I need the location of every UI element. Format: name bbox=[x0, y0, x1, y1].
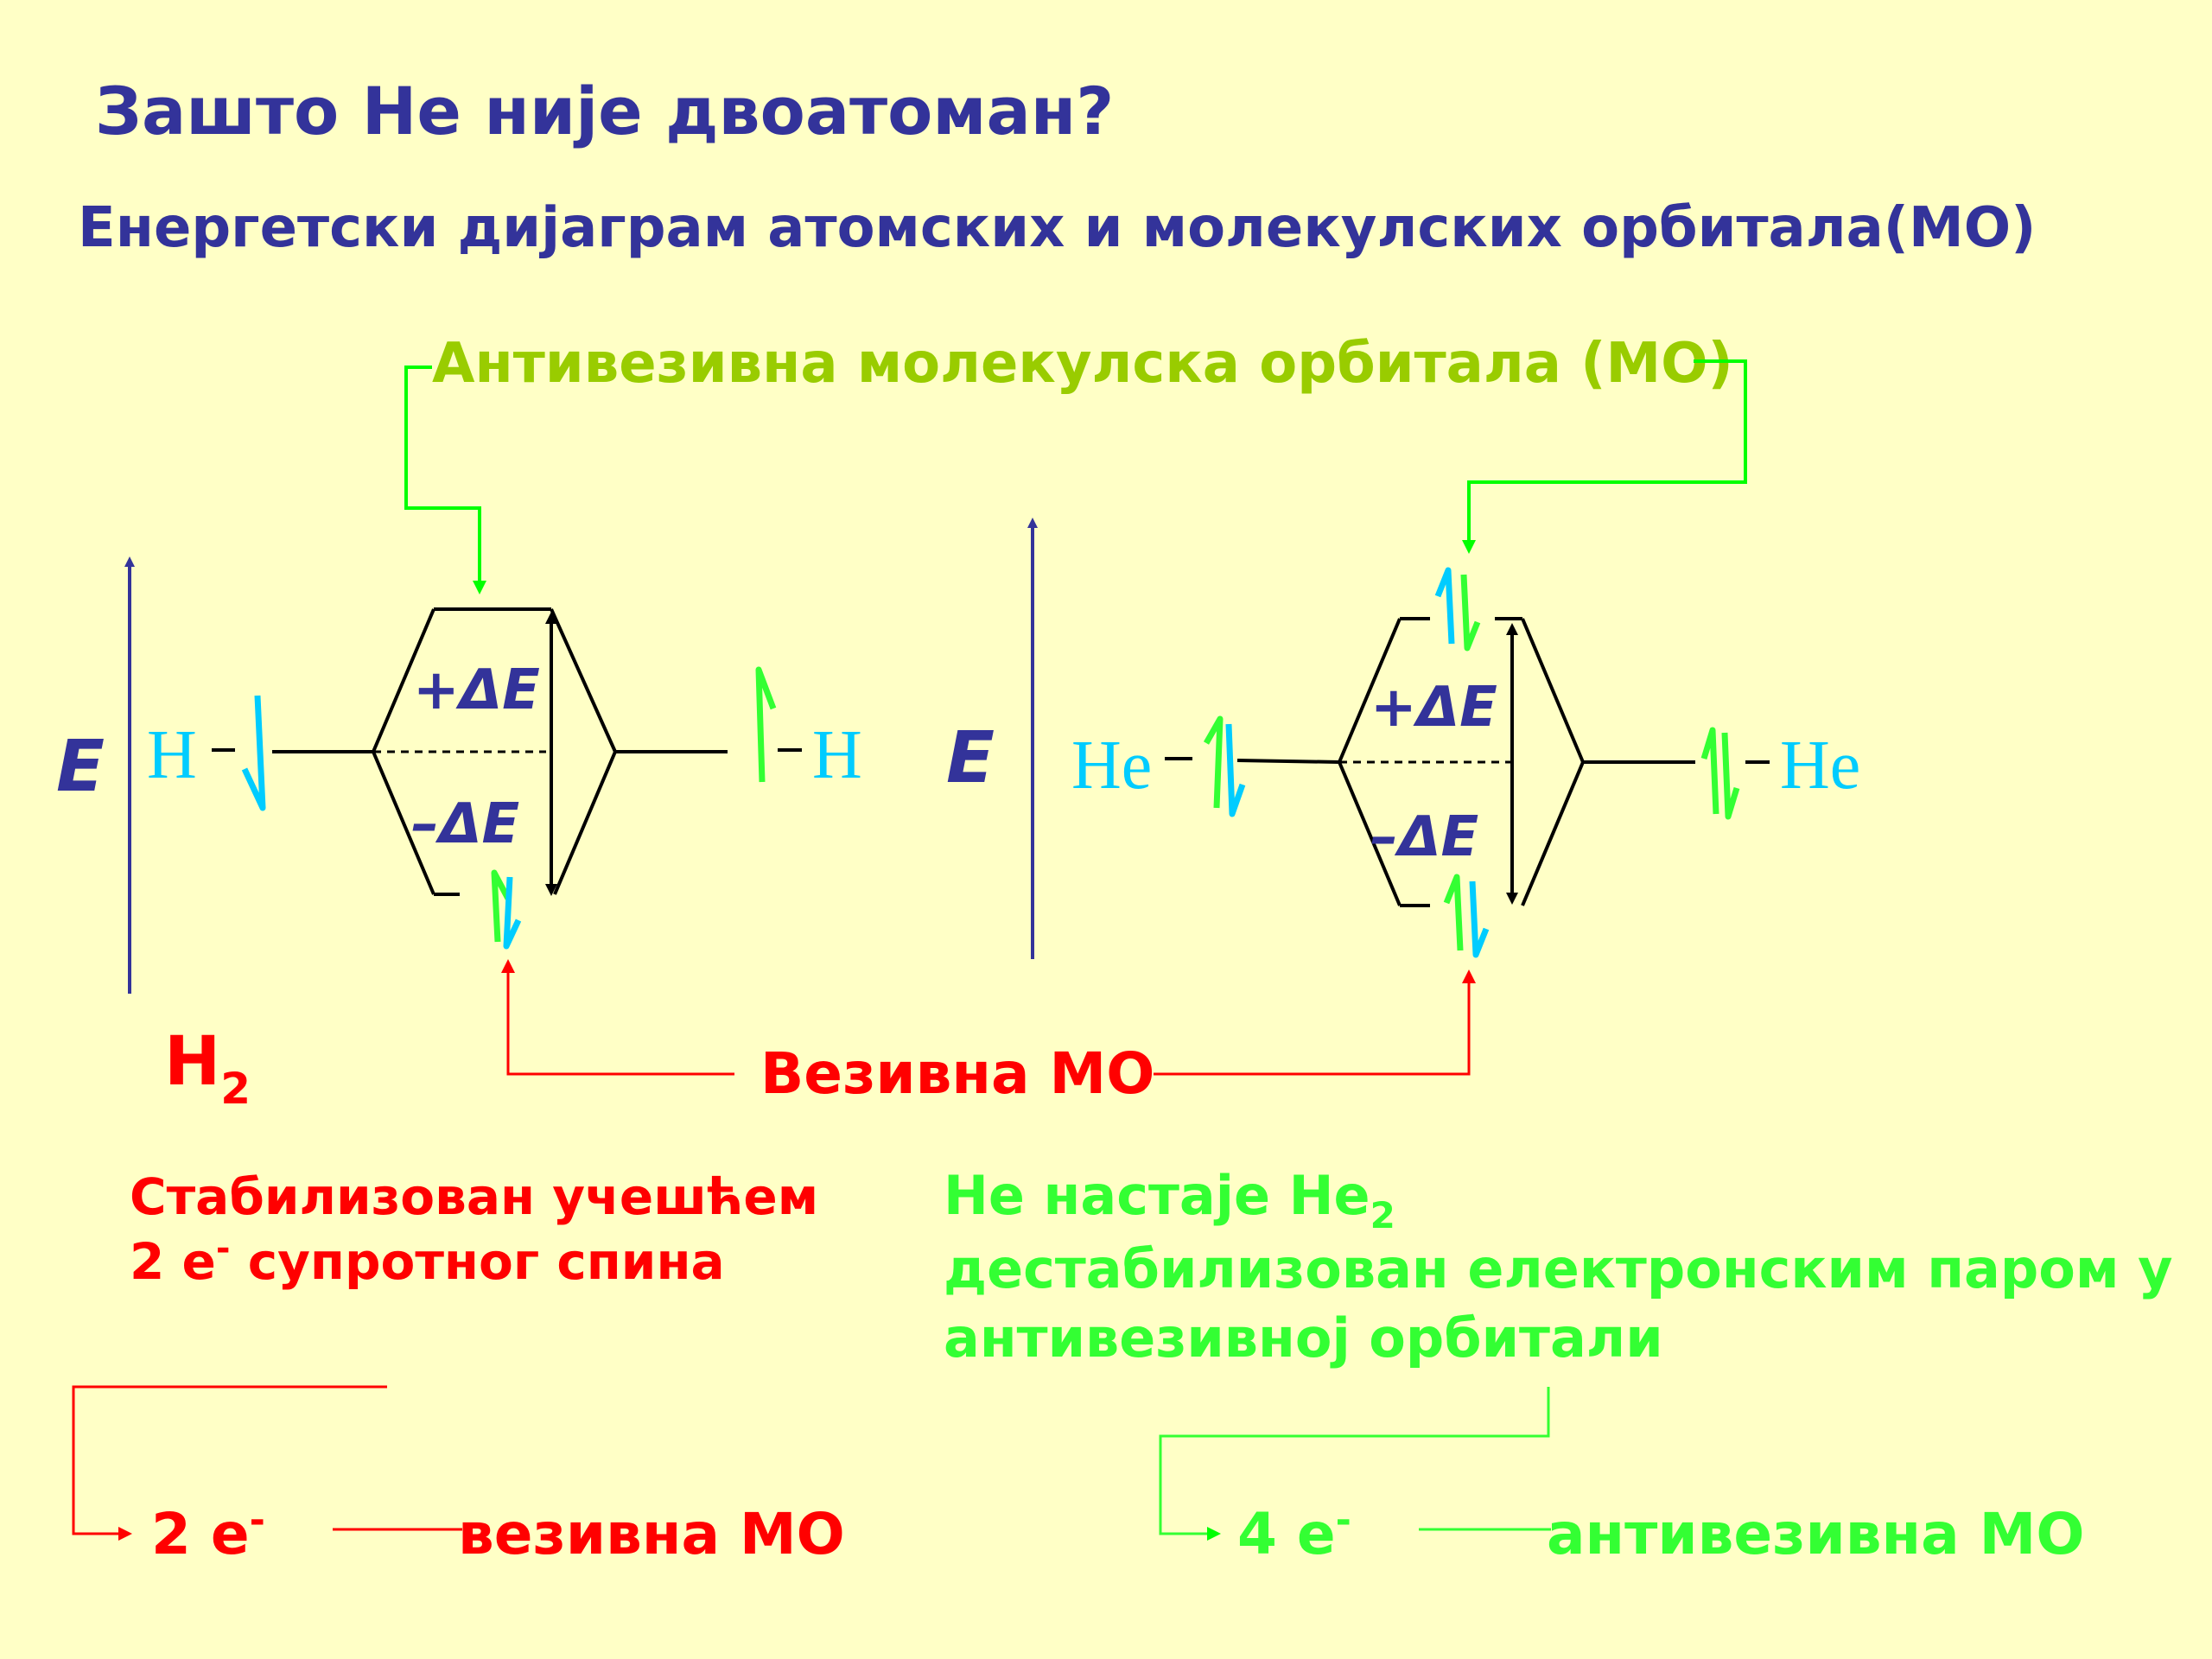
h2-minus-delta-e: –ΔE bbox=[411, 792, 519, 856]
he2-summary-count: 4 e- bbox=[1237, 1498, 1351, 1567]
h2-mo-lines bbox=[272, 607, 728, 896]
h2-summary-count: 2 e- bbox=[151, 1498, 265, 1567]
he2-note-line2: дестабилизован електронским паром у bbox=[944, 1237, 2173, 1300]
h2-energy-label: E bbox=[56, 726, 105, 808]
he2-summary-text: антивезивна MO bbox=[1547, 1501, 2084, 1567]
half-arrow-down-icon bbox=[503, 876, 522, 950]
half-arrow-up-icon bbox=[491, 869, 512, 943]
h2-summary-text: везивна MO bbox=[458, 1501, 845, 1567]
h2-note-line2: 2 e- супротног спина bbox=[130, 1229, 725, 1291]
slide-title: Зашто He није двоатоман? bbox=[95, 73, 1114, 149]
half-arrow-up-icon bbox=[1443, 874, 1464, 951]
he2-right-atom-label: He bbox=[1780, 728, 1860, 804]
h2-note-line1: Стабилизован учешћем bbox=[130, 1167, 818, 1226]
h2-molecule-label: H2 bbox=[164, 1023, 251, 1114]
he2-mo-lines bbox=[1236, 617, 1695, 907]
half-arrow-up-icon bbox=[1203, 715, 1224, 809]
he2-left-atom-label: He bbox=[1071, 728, 1152, 804]
he2-energy-label: E bbox=[946, 717, 995, 799]
half-arrow-up-icon bbox=[1700, 727, 1719, 815]
slide-subtitle: Енергетски дијаграм атомских и молекулск… bbox=[78, 196, 2036, 260]
he2-plus-delta-e: +ΔE bbox=[1370, 676, 1497, 740]
h2-diagram: E H H +ΔE –ΔE H2 bbox=[56, 556, 862, 1114]
he2-diagram: E He He +ΔE –ΔE bbox=[946, 518, 1860, 959]
half-arrow-up-icon bbox=[1434, 567, 1455, 645]
h2-left-atom-label: H bbox=[147, 717, 197, 793]
half-arrow-down-icon bbox=[1460, 574, 1481, 652]
half-arrow-down-icon bbox=[241, 695, 266, 811]
half-arrow-down-icon bbox=[1469, 880, 1490, 958]
half-arrow-down-icon bbox=[1225, 723, 1246, 817]
antibonding-connector bbox=[404, 359, 1747, 594]
he2-note-line3: антивезивној орбитали bbox=[944, 1306, 1663, 1370]
he2-summary: 4 e- антивезивна MO bbox=[1159, 1387, 2084, 1567]
he2-minus-delta-e: –ΔE bbox=[1370, 805, 1478, 869]
he2-note-line1: He настаје He2 bbox=[944, 1164, 1395, 1236]
bonding-mo-label: Везивна MO bbox=[760, 1040, 1154, 1107]
h2-summary: 2 e- везивна MO bbox=[72, 1385, 845, 1567]
h2-plus-delta-e: +ΔE bbox=[413, 658, 540, 722]
bonding-connector bbox=[501, 959, 1476, 1076]
half-arrow-down-icon bbox=[1721, 732, 1740, 820]
antibonding-mo-label: Антивезивна молекулска орбитала (MO) bbox=[432, 332, 1733, 396]
h2-right-atom-label: H bbox=[812, 717, 862, 793]
half-arrow-up-icon bbox=[755, 666, 777, 783]
